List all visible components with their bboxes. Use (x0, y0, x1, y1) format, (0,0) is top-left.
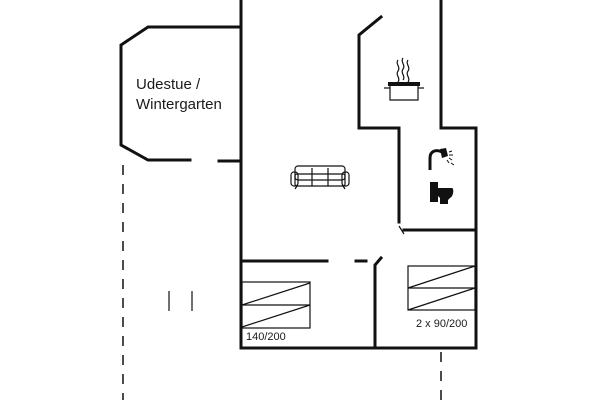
sunroom-wall (119, 25, 243, 162)
bedroom-divider (373, 255, 384, 350)
cooking-pot-icon (384, 57, 424, 101)
main-left-wall-lower (239, 25, 478, 350)
kitchen-wall (357, 14, 399, 130)
twin-bed-label: 2 x 90/200 (416, 318, 468, 330)
sunroom-label-line1: Udestue / (136, 76, 201, 93)
terrace-outline (122, 165, 442, 400)
walls (119, 0, 478, 350)
double-bed-label: 140/200 (246, 331, 286, 343)
sunroom-label-line2: Wintergarten (136, 96, 222, 113)
doorway-mark (398, 225, 405, 235)
sunroom-label: Udestue / Wintergarten (136, 75, 222, 115)
toilet-icon (430, 182, 454, 204)
sofa-icon (290, 165, 350, 190)
double-bed (241, 281, 311, 329)
shower-icon (428, 148, 455, 170)
twin-bed (407, 265, 476, 311)
